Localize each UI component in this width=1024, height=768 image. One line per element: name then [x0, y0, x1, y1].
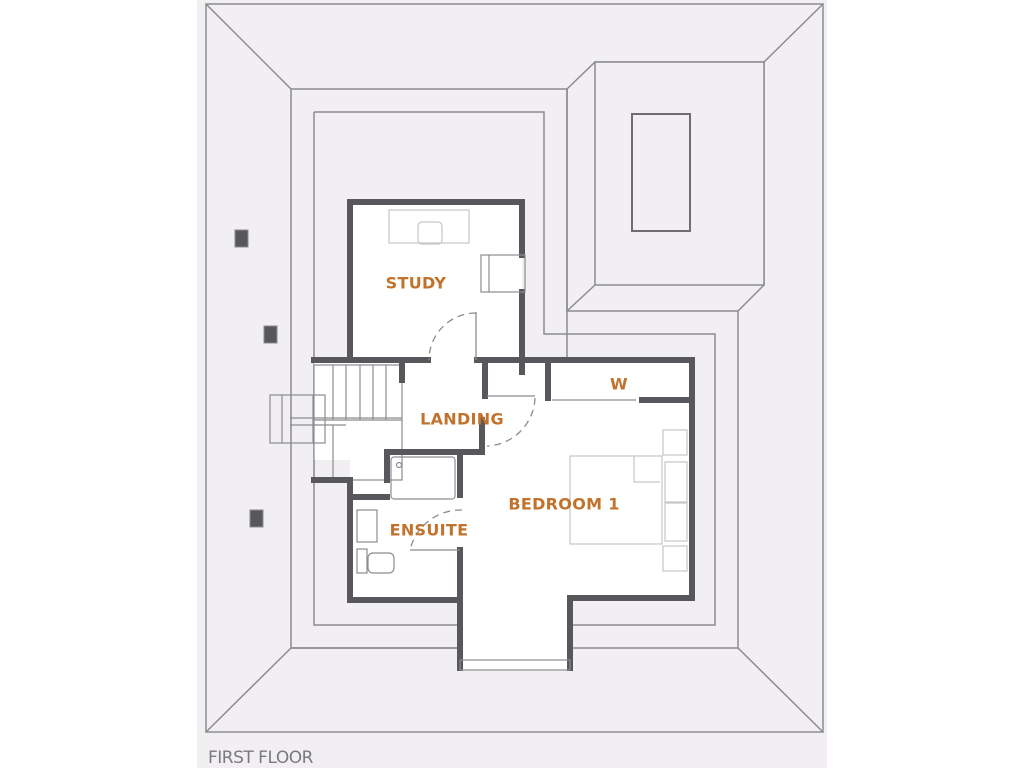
bed	[569, 429, 688, 572]
bay-window	[459, 659, 571, 671]
staircase	[290, 364, 403, 481]
walls	[311, 199, 695, 671]
room-label-ensuite: ENSUITE	[389, 520, 469, 540]
room-label-wardrobe: W	[610, 374, 628, 394]
door-swings	[409, 312, 536, 551]
study-window	[480, 254, 526, 293]
room-label-bedroom-1: BEDROOM 1	[508, 494, 620, 514]
roof-vents	[234, 229, 278, 528]
roof-projection	[566, 61, 765, 312]
bath	[390, 456, 456, 500]
sink	[356, 509, 378, 543]
room-label-study: STUDY	[385, 273, 447, 293]
floor-caption: FIRST FLOOR	[208, 748, 313, 768]
door-leaves	[410, 312, 636, 551]
study-desk	[388, 209, 470, 245]
toilet	[356, 548, 395, 574]
rooflight	[631, 113, 691, 232]
window-left	[269, 394, 326, 444]
room-label-landing: LANDING	[420, 409, 504, 429]
floor-area	[314, 202, 692, 670]
